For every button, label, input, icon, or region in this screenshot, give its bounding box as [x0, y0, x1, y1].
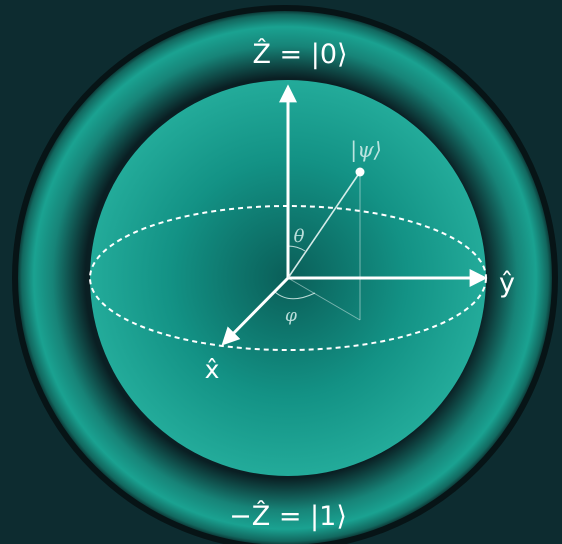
psi-point — [355, 167, 365, 177]
psi-vector — [287, 171, 361, 279]
phi-label: φ — [285, 306, 297, 326]
x-axis-label: x̂ — [205, 355, 220, 384]
x-axis-arrow — [221, 276, 290, 346]
phi-arc — [274, 291, 316, 300]
psi-label: |ψ⟩ — [350, 138, 382, 163]
outer-sphere-rim — [12, 5, 558, 544]
theta-label: θ — [294, 226, 305, 247]
psi-horizontal-projection — [287, 277, 361, 321]
y-axis-label: ŷ — [499, 268, 515, 299]
z-top-label: Ẑ = |0⟩ — [252, 38, 347, 70]
z-bottom-label: −Ẑ = |1⟩ — [229, 500, 347, 532]
